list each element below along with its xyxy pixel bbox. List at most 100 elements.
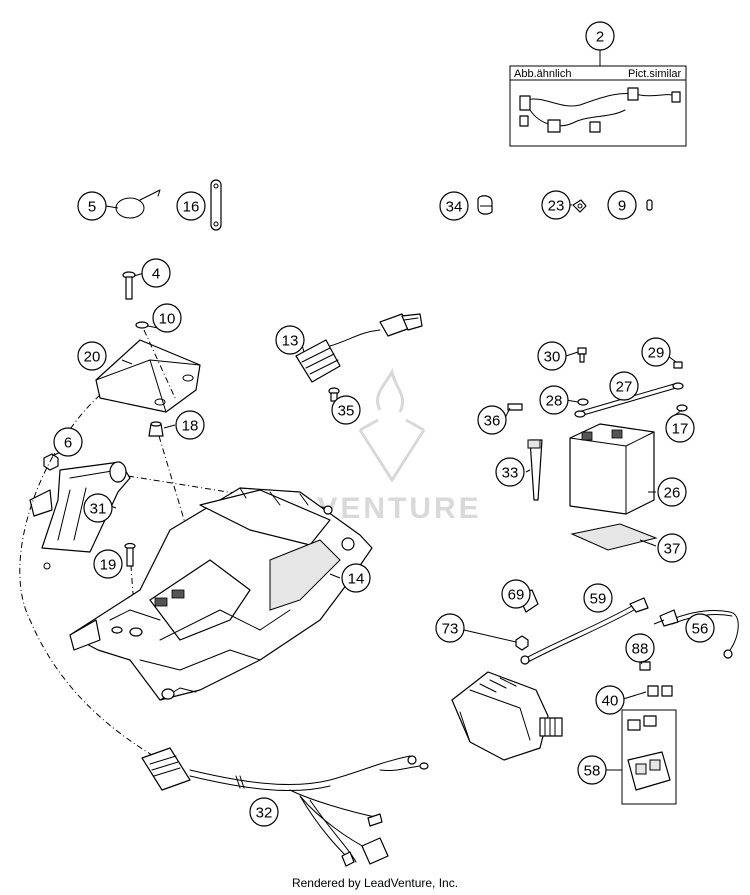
- callout-13: 13: [275, 325, 305, 355]
- svg-text:73: 73: [442, 621, 459, 638]
- grommet-18-part: [148, 421, 164, 437]
- harness-label-de: Abb.ähnlich: [514, 68, 572, 80]
- callout-36: 36: [477, 405, 507, 435]
- svg-text:88: 88: [632, 641, 649, 658]
- svg-text:26: 26: [664, 485, 681, 502]
- callout-2: 2: [585, 21, 615, 51]
- svg-text:31: 31: [90, 501, 107, 518]
- bolt-4-part: [122, 271, 136, 300]
- svg-text:23: 23: [548, 198, 565, 215]
- svg-text:69: 69: [508, 587, 525, 604]
- callout-14: 14: [341, 563, 371, 593]
- relay-58-box: [621, 709, 677, 805]
- harness-label-en: Pict.similar: [628, 68, 682, 80]
- pad-37-part: [570, 523, 658, 551]
- svg-text:6: 6: [64, 435, 72, 452]
- svg-text:20: 20: [84, 349, 101, 366]
- svg-text:17: 17: [672, 421, 689, 438]
- starter-motor-part: [451, 671, 563, 761]
- svg-text:28: 28: [546, 393, 563, 410]
- svg-text:32: 32: [256, 805, 273, 822]
- screw-35-part: [328, 387, 340, 402]
- regulator-13-part: [295, 313, 423, 383]
- footer-credit: Rendered by LeadVenture, Inc.: [292, 876, 458, 890]
- svg-text:30: 30: [544, 349, 561, 366]
- nut-6-part: [43, 453, 59, 471]
- callout-27: 27: [609, 371, 639, 401]
- svg-text:37: 37: [664, 541, 681, 558]
- callout-58: 58: [577, 755, 607, 785]
- svg-text:18: 18: [182, 418, 199, 435]
- washer-17-part: [676, 404, 688, 412]
- ecu-20-part: [95, 339, 201, 413]
- svg-text:58: 58: [584, 763, 601, 780]
- svg-text:5: 5: [88, 199, 96, 216]
- washer-10-part: [135, 321, 149, 329]
- callout-5: 5: [77, 191, 107, 221]
- callout-35: 35: [331, 395, 361, 425]
- nut-73-part: [515, 635, 529, 651]
- svg-text:35: 35: [338, 403, 355, 420]
- strap-33-part: [527, 439, 543, 501]
- callout-28: 28: [539, 385, 569, 415]
- washer-28-part: [577, 398, 589, 406]
- svg-text:14: 14: [348, 571, 365, 588]
- callout-26: 26: [657, 477, 687, 507]
- callout-32: 32: [249, 797, 279, 827]
- callout-37: 37: [657, 533, 687, 563]
- svg-text:36: 36: [484, 413, 501, 430]
- svg-text:10: 10: [159, 311, 176, 328]
- callout-34: 34: [439, 191, 469, 221]
- callout-69: 69: [501, 579, 531, 609]
- screw-36-part: [507, 403, 523, 411]
- svg-text:59: 59: [590, 591, 607, 608]
- callout-73: 73: [435, 613, 465, 643]
- svg-text:2: 2: [596, 29, 604, 46]
- svg-text:19: 19: [100, 557, 117, 574]
- screw-29-part: [673, 361, 683, 369]
- battery-26-part: [569, 423, 655, 515]
- callout-4: 4: [141, 258, 171, 288]
- cable-56-part: [659, 609, 739, 659]
- callout-59: 59: [583, 583, 613, 613]
- callout-30: 30: [537, 341, 567, 371]
- clip-23-part: [572, 199, 587, 213]
- strap-part: [210, 179, 222, 231]
- callout-10: 10: [152, 303, 182, 333]
- screw-30-part: [577, 347, 587, 363]
- callout-23: 23: [541, 190, 571, 220]
- fuse-88-part: [639, 661, 651, 671]
- bolt-19-part: [124, 542, 136, 567]
- cable-59-part: [520, 597, 649, 665]
- harness-detail-box: Abb.ähnlich Pict.similar: [509, 50, 687, 147]
- svg-text:29: 29: [648, 345, 665, 362]
- callout-29: 29: [641, 337, 671, 367]
- harness-32-part: [141, 747, 429, 867]
- callout-6: 6: [53, 427, 83, 457]
- svg-text:56: 56: [692, 621, 709, 638]
- svg-text:9: 9: [618, 198, 626, 215]
- svg-text:13: 13: [282, 333, 299, 350]
- callout-9: 9: [607, 190, 637, 220]
- svg-text:16: 16: [183, 199, 200, 216]
- callout-56: 56: [685, 613, 715, 643]
- callout-19: 19: [93, 549, 123, 579]
- callout-20: 20: [77, 341, 107, 371]
- battery-carrier-14-part: [69, 487, 373, 701]
- fuses-40-part: [647, 685, 673, 697]
- callout-33: 33: [495, 457, 525, 487]
- callout-17: 17: [665, 413, 695, 443]
- callout-16: 16: [176, 191, 206, 221]
- clip-34-part: [477, 195, 493, 215]
- callout-40: 40: [595, 685, 625, 715]
- svg-text:27: 27: [616, 379, 633, 396]
- svg-text:34: 34: [446, 199, 463, 216]
- callout-31: 31: [83, 493, 113, 523]
- callout-88: 88: [625, 633, 655, 663]
- cable-tie-part: [115, 189, 161, 219]
- callout-18: 18: [175, 410, 205, 440]
- ecu-connector-leader: [19, 394, 161, 761]
- svg-text:33: 33: [502, 465, 519, 482]
- svg-text:40: 40: [602, 693, 619, 710]
